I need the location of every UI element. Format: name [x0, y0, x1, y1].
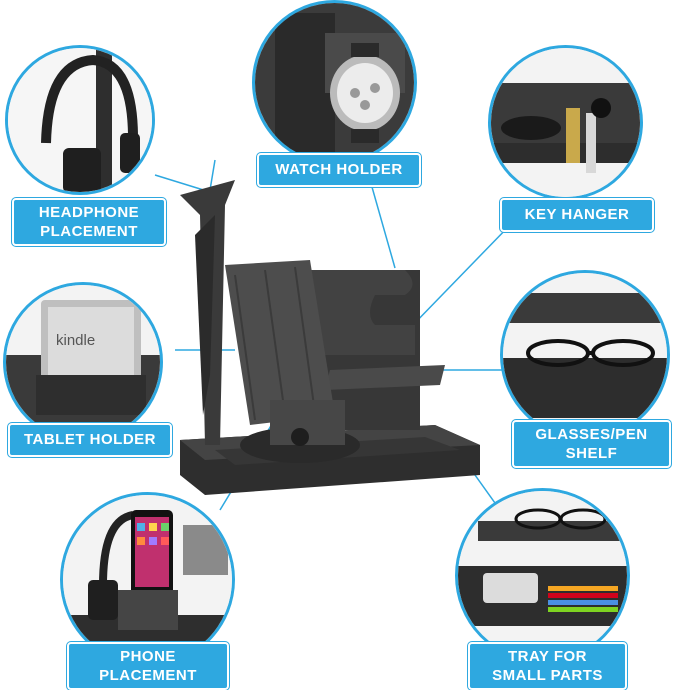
glasses-shelf-detail: [500, 270, 670, 440]
key-hanger-label: KEY HANGER: [500, 198, 654, 232]
tray-label: TRAY FOR SMALL PARTS: [468, 642, 627, 690]
tablet-holder-detail: kindle: [3, 282, 163, 442]
key-icon: [491, 48, 640, 197]
tablet-holder-label: TABLET HOLDER: [8, 423, 172, 457]
tray-icon: [458, 491, 627, 660]
watch-icon: [255, 3, 414, 162]
glasses-shelf-label: GLASSES/PEN SHELF: [512, 420, 671, 468]
phone-icon: [63, 495, 232, 664]
tray-detail: [455, 488, 630, 663]
docking-station: [180, 180, 480, 495]
tablet-icon: kindle: [6, 285, 160, 439]
phone-placement-detail: [60, 492, 235, 667]
kindle-text: kindle: [56, 332, 95, 349]
headphone-detail: [5, 45, 155, 195]
watch-holder-detail: [252, 0, 417, 165]
headphone-icon: [8, 48, 152, 192]
glasses-icon: [503, 273, 667, 437]
key-hanger-detail: [488, 45, 643, 200]
watch-holder-label: WATCH HOLDER: [257, 153, 421, 187]
phone-placement-label: PHONE PLACEMENT: [67, 642, 229, 690]
headphone-label: HEADPHONE PLACEMENT: [12, 198, 166, 246]
